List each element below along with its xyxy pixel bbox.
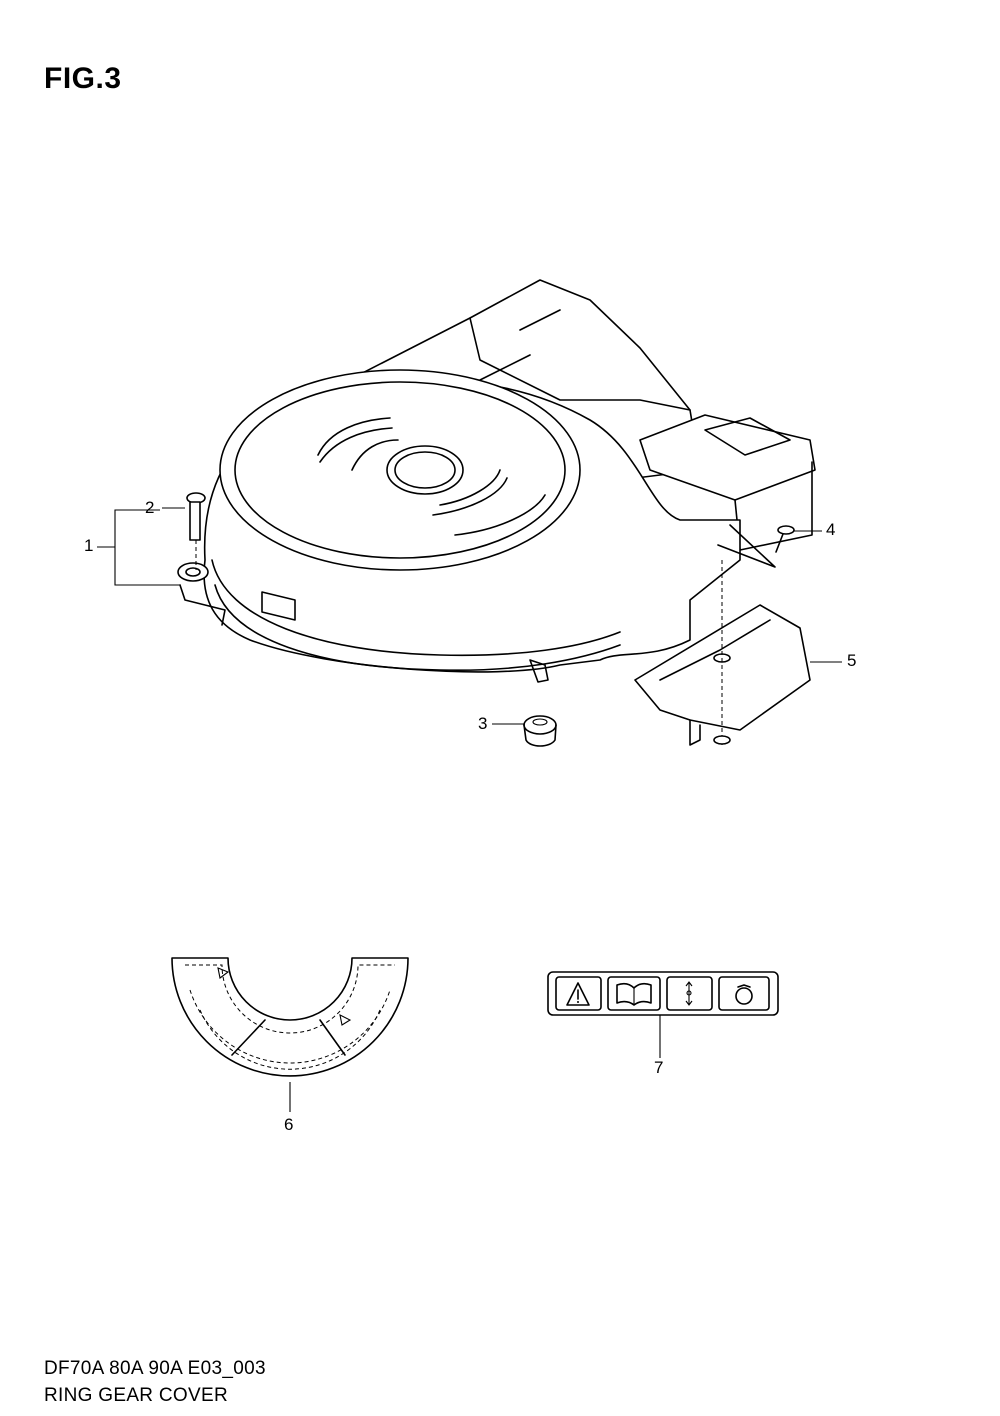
bolt-part-2[interactable] [186,492,206,570]
callout-3: 3 [478,714,488,733]
ring-gear-cover-part[interactable] [177,279,816,683]
callout-1: 1 [84,536,94,555]
manual-book-icon [616,982,652,1006]
model-line: DF70A 80A 90A E03_003 [44,1358,266,1379]
figure-title: FIG.3 [44,62,122,95]
grommet-part-3[interactable] [523,715,557,747]
callout-4: 4 [826,520,836,539]
diagram-caption: RING GEAR COVER [44,1385,228,1406]
screw-part-4[interactable] [717,524,795,568]
callout-2: 2 [145,498,155,517]
callout-6: 6 [284,1115,294,1134]
up-down-arrow-icon [685,981,693,1006]
callout-7: 7 [654,1058,664,1077]
rotation-icon [735,984,753,1005]
warning-icon [566,982,590,1006]
callout-5: 5 [847,651,857,670]
label-part-6[interactable] [171,957,409,1077]
leader-lines [97,507,842,1112]
label-part-7[interactable] [547,971,779,1016]
guide-part-5[interactable] [634,560,811,746]
